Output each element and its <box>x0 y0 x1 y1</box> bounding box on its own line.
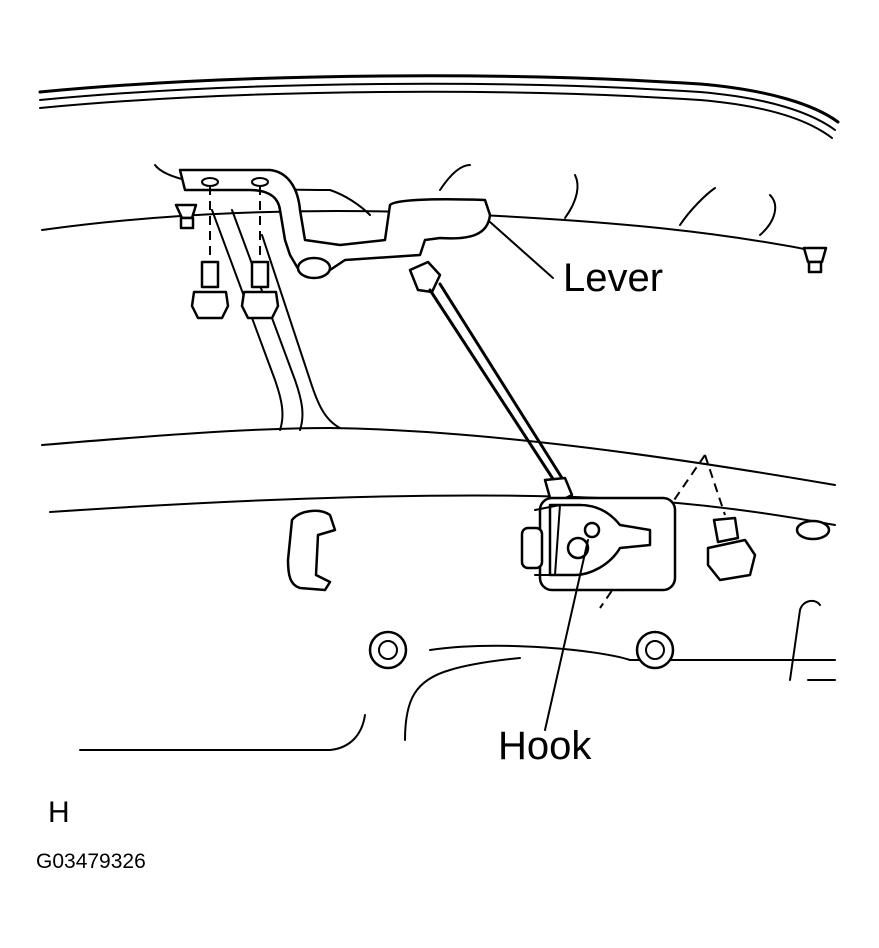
bosses <box>368 630 675 670</box>
hood-inner-panel <box>41 164 836 751</box>
hook-label: Hook <box>498 724 592 768</box>
figure-code: G03479326 <box>36 850 146 873</box>
view-letter: H <box>48 796 70 829</box>
lever-label: Lever <box>563 256 664 300</box>
lever-leader-line <box>489 221 554 279</box>
link-rod <box>408 260 574 507</box>
hood-pocket <box>286 509 337 592</box>
hook-lock-assembly <box>520 496 677 592</box>
hood-top-edge <box>38 74 840 139</box>
clips <box>174 203 831 541</box>
hook-leader-line <box>544 539 589 731</box>
